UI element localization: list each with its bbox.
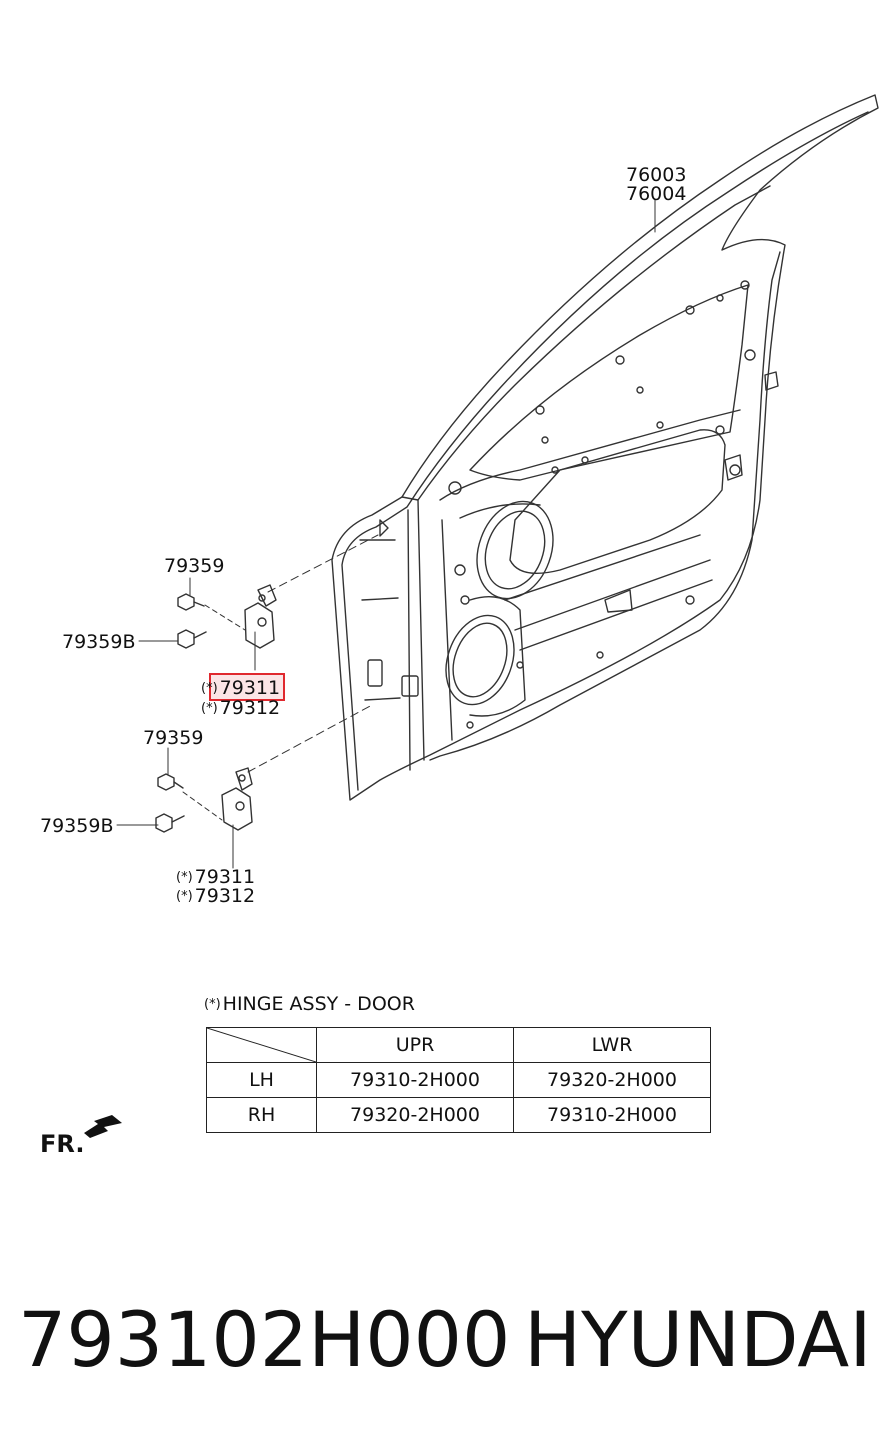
table-cell: 79310-2H000 [316,1062,514,1098]
brand-caption: HYUNDAI [524,1295,872,1384]
front-direction-label: FR. [40,1130,85,1158]
callout-upper-hinge-2: (*)79312 [201,697,281,719]
hex-bolt-icon [177,593,205,611]
highlight-box [209,673,285,701]
callout-lower-bolt-b: 79359B [40,815,114,837]
callout-door-panel-2: 76004 [626,183,687,205]
row-label: RH [206,1097,317,1133]
column-header: LWR [513,1027,711,1063]
door-hinge-icon [221,767,253,831]
star-symbol: (*) [201,701,218,716]
callout-lower-hinge-1: (*)79311 [176,866,256,888]
callout-upper-bolt-b: 79359B [62,631,136,653]
callout-upper-bolt: 79359 [164,555,225,577]
column-header: UPR [316,1027,514,1063]
table-row: RH 79320-2H000 79310-2H000 [206,1097,711,1133]
row-label: LH [206,1062,317,1098]
callout-door-panel-1: 76003 [626,164,687,186]
front-direction-arrow-icon [84,1115,122,1138]
table-row: LH 79310-2H000 79320-2H000 [206,1062,711,1098]
star-symbol: (*) [201,681,218,696]
table-cell: 79310-2H000 [513,1097,711,1133]
star-symbol: (*) [176,870,193,885]
callout-lower-bolt: 79359 [143,727,204,749]
flange-bolt-icon [155,813,185,833]
callout-lower-hinge-2: (*)79312 [176,885,256,907]
star-symbol: (*) [204,997,221,1012]
hex-bolt-icon [157,773,184,791]
part-number-caption: 793102H000 [18,1295,511,1384]
corner-diagonal [207,1028,316,1062]
star-symbol: (*) [176,889,193,904]
table-header-row: UPR LWR [206,1027,711,1063]
table-cell: 79320-2H000 [316,1097,514,1133]
hinge-parts-table: UPR LWR LH 79310-2H000 79320-2H000 RH 79… [206,1027,711,1133]
door-hinge-icon [244,584,277,649]
corner-cell [206,1027,317,1063]
callout-upper-hinge-1: (*)79311 [201,677,281,699]
table-title: (*)HINGE ASSY - DOOR [204,993,415,1015]
door-panel [331,94,879,801]
table-cell: 79320-2H000 [513,1062,711,1098]
flange-bolt-icon [177,629,207,649]
